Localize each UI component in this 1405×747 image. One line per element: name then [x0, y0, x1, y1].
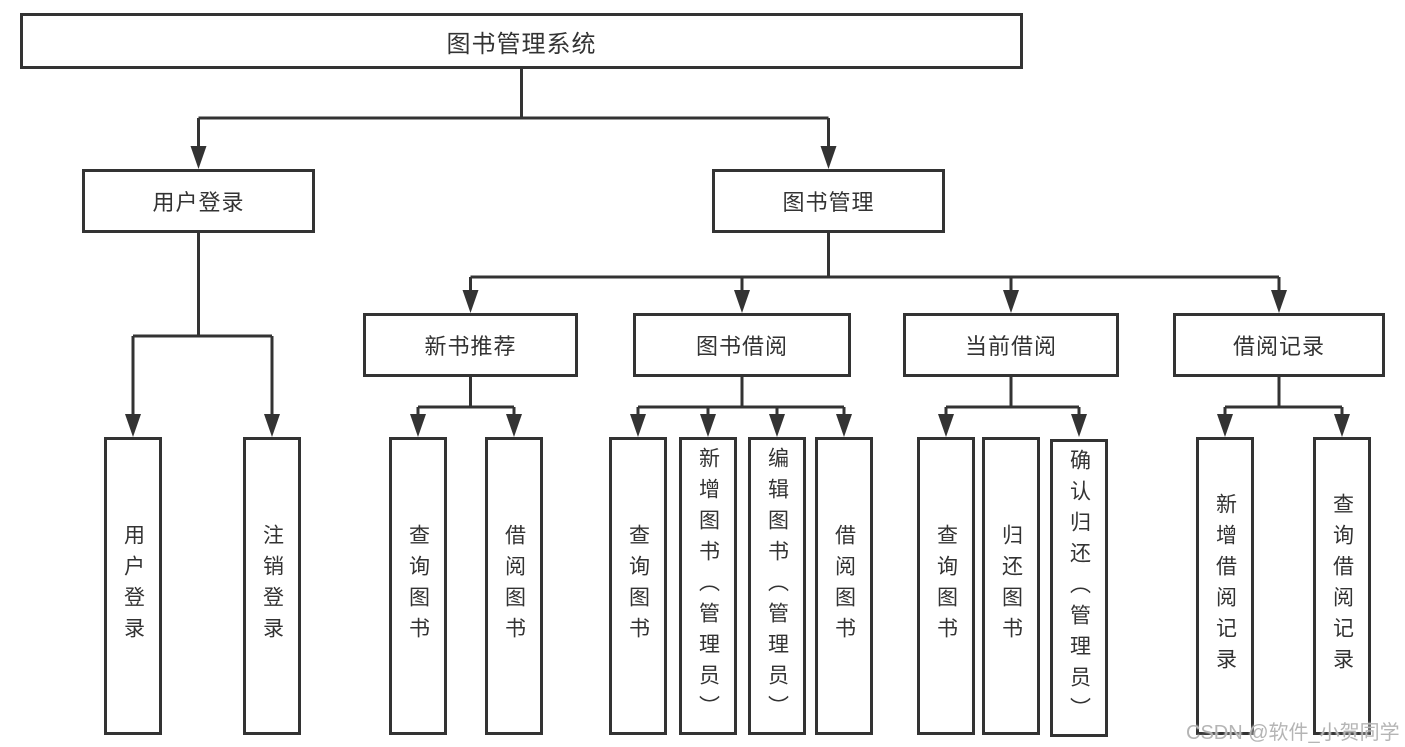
leaf-user-login-label: 用户登录: [121, 524, 145, 648]
leaf-current-query-books-label: 查询图书: [934, 524, 958, 648]
leaf-user-login: 用户登录: [104, 437, 162, 735]
node-current-borrow: 当前借阅: [903, 313, 1119, 377]
leaf-recommend-borrow-books-label: 借阅图书: [502, 524, 526, 648]
node-new-book-recommend: 新书推荐: [363, 313, 578, 377]
leaf-add-borrow-record-label: 新增借阅记录: [1213, 493, 1237, 679]
leaf-query-borrow-record: 查询借阅记录: [1313, 437, 1371, 735]
leaf-return-books: 归还图书: [982, 437, 1040, 735]
csdn-watermark: CSDN @软件_小贺同学: [1186, 722, 1400, 744]
node-book-borrow-label: 图书借阅: [695, 334, 788, 359]
leaf-recommend-query-books-label: 查询图书: [406, 524, 430, 648]
leaf-recommend-borrow-books: 借阅图书: [485, 437, 543, 735]
node-borrow-records-label: 借阅记录: [1232, 334, 1325, 359]
node-user-login-label: 用户登录: [152, 190, 245, 215]
leaf-query-borrow-record-label: 查询借阅记录: [1330, 493, 1354, 679]
leaf-confirm-return-admin: 确认归还（管理员）: [1050, 439, 1108, 737]
leaf-borrow-query-books: 查询图书: [609, 437, 667, 735]
leaf-logout-login-label: 注销登录: [260, 524, 284, 648]
leaf-current-query-books: 查询图书: [917, 437, 975, 735]
node-root: 图书管理系统: [20, 13, 1023, 69]
leaf-return-books-label: 归还图书: [999, 524, 1023, 648]
leaf-recommend-query-books: 查询图书: [389, 437, 447, 735]
leaf-borrow-query-books-label: 查询图书: [626, 524, 650, 648]
leaf-add-books-admin-label: 新增图书（管理员）: [696, 446, 720, 726]
node-new-book-recommend-label: 新书推荐: [424, 334, 517, 359]
leaf-borrow-books: 借阅图书: [815, 437, 873, 735]
leaf-borrow-books-label: 借阅图书: [832, 524, 856, 648]
leaf-confirm-return-admin-label: 确认归还（管理员）: [1067, 448, 1091, 728]
node-root-label: 图书管理系统: [446, 30, 597, 58]
node-book-borrow: 图书借阅: [633, 313, 851, 377]
leaf-edit-books-admin: 编辑图书（管理员）: [748, 437, 806, 735]
node-current-borrow-label: 当前借阅: [964, 334, 1057, 359]
leaf-add-books-admin: 新增图书（管理员）: [679, 437, 737, 735]
leaf-logout-login: 注销登录: [243, 437, 301, 735]
node-borrow-records: 借阅记录: [1173, 313, 1385, 377]
leaf-edit-books-admin-label: 编辑图书（管理员）: [765, 446, 789, 726]
leaf-add-borrow-record: 新增借阅记录: [1196, 437, 1254, 735]
node-book-management-label: 图书管理: [782, 190, 875, 215]
node-user-login: 用户登录: [82, 169, 315, 233]
node-book-management: 图书管理: [712, 169, 945, 233]
